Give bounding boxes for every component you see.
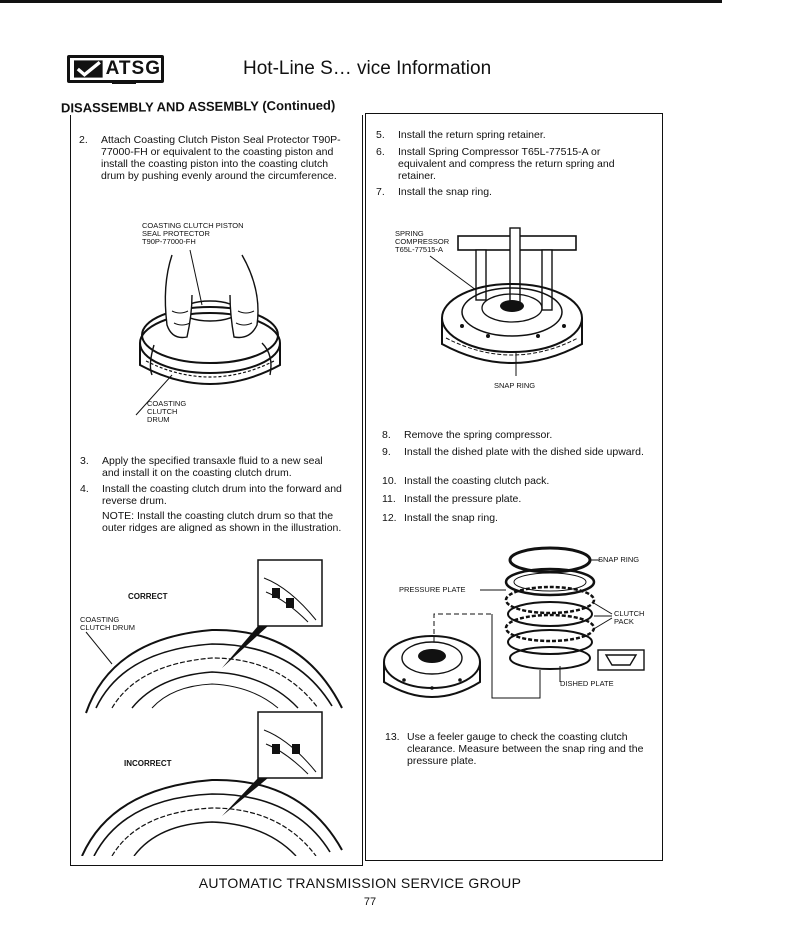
step-13: 13. Use a feeler gauge to check the coas… [385, 731, 647, 767]
fig3-snap-ring-label: SNAP RING [494, 381, 536, 390]
step-8: 8. Remove the spring compressor. [382, 429, 652, 441]
step-7: 7. Install the snap ring. [376, 186, 646, 198]
step-number: 4. [80, 483, 89, 495]
step-text: Install Spring Compressor T65L-77515-A o… [398, 146, 615, 182]
step-number: 12. [382, 512, 397, 524]
step-number: 6. [376, 146, 385, 158]
fig2-drum-label: COASTING CLUTCH DRUM [80, 616, 135, 632]
step-text: Install the snap ring. [398, 186, 492, 198]
piston-install-figure [135, 249, 281, 416]
label-line: COMPRESSOR [395, 237, 450, 246]
step-text: Install the snap ring. [404, 512, 498, 524]
step-number: 2. [79, 134, 88, 146]
step-9: 9. Install the dished plate with the dis… [382, 446, 652, 458]
label-line: CLUTCH DRUM [80, 623, 135, 632]
logo-underline [112, 82, 136, 84]
label-line: T65L-77515-A [395, 245, 443, 254]
label-line: SPRING [395, 229, 424, 238]
step-number: 10. [382, 475, 397, 487]
label-line: COASTING CLUTCH PISTON [142, 221, 244, 230]
clutch-pack-exploded-figure [383, 546, 645, 699]
step-number: 11. [382, 493, 396, 505]
label-line: SEAL PROTECTOR [142, 229, 210, 238]
label-line: COASTING [80, 615, 120, 624]
left-panel [70, 115, 363, 866]
step-text: Install the coasting clutch pack. [404, 475, 550, 487]
step-text: Use a feeler gauge to check the coasting… [407, 731, 644, 767]
label-line: PACK [614, 617, 634, 626]
step-text: Attach Coasting Clutch Piston Seal Prote… [101, 134, 341, 182]
note-text: NOTE: Install the coasting clutch drum s… [102, 510, 342, 534]
fig1-protector-label: COASTING CLUTCH PISTON SEAL PROTECTOR T9… [142, 222, 244, 246]
drum-alignment-figure [81, 559, 343, 856]
step-3: 3. Apply the specified transaxle fluid t… [80, 455, 342, 479]
step-11: 11. Install the pressure plate. [382, 493, 652, 505]
step-number: 8. [382, 429, 391, 441]
top-rule [0, 0, 722, 3]
label-line: T90P-77000-FH [142, 237, 196, 246]
footer-title: AUTOMATIC TRANSMISSION SERVICE GROUP [198, 875, 522, 891]
correct-label: CORRECT [128, 592, 168, 601]
fig1-drum-label: COASTING CLUTCH DRUM [147, 400, 186, 424]
fig4-dished-plate-label: DISHED PLATE [560, 679, 614, 688]
step-10: 10. Install the coasting clutch pack. [382, 475, 652, 487]
step-2: 2. Attach Coasting Clutch Piston Seal Pr… [79, 134, 341, 182]
label-line: COASTING [147, 399, 187, 408]
step-number: 5. [376, 129, 385, 141]
incorrect-label: INCORRECT [124, 759, 172, 768]
fig4-snap-ring-label: SNAP RING [598, 555, 640, 564]
step-12: 12. Install the snap ring. [382, 512, 652, 524]
logo-text: ATSG [105, 58, 161, 79]
step-number: 13. [385, 731, 400, 743]
page-number: 77 [363, 896, 377, 908]
atsg-logo: ATSG [67, 55, 164, 83]
step-number: 9. [382, 446, 391, 458]
checkmark-logo-icon [74, 60, 103, 78]
step-text: Install the pressure plate. [404, 493, 522, 505]
fig4-clutch-pack-label: CLUTCH PACK [614, 610, 644, 626]
right-panel [365, 113, 663, 861]
label-line: CLUTCH [614, 609, 645, 618]
step-text: Install the dished plate with the dished… [404, 446, 644, 458]
step-text: Apply the specified transaxle fluid to a… [102, 455, 323, 479]
spring-compressor-figure [429, 227, 583, 376]
step-number: 7. [376, 186, 385, 198]
step-6: 6. Install Spring Compressor T65L-77515-… [376, 146, 646, 182]
step-text: Remove the spring compressor. [404, 429, 553, 441]
step-number: 3. [80, 455, 89, 467]
fig4-pressure-plate-label: PRESSURE PLATE [399, 585, 466, 594]
step-5: 5. Install the return spring retainer. [376, 129, 646, 141]
label-line: CLUTCH [147, 407, 178, 416]
section-title: DISASSEMBLY AND ASSEMBLY (Continued) [60, 97, 336, 116]
step-text: Install the return spring retainer. [398, 129, 546, 141]
page-title: Hot-Line S… vice Information [243, 58, 492, 79]
fig3-compressor-label: SPRING COMPRESSOR T65L-77515-A [395, 230, 449, 254]
label-line: DRUM [147, 415, 170, 424]
step-4: 4. Install the coasting clutch drum into… [80, 483, 342, 507]
step-text: Install the coasting clutch drum into th… [102, 483, 342, 507]
